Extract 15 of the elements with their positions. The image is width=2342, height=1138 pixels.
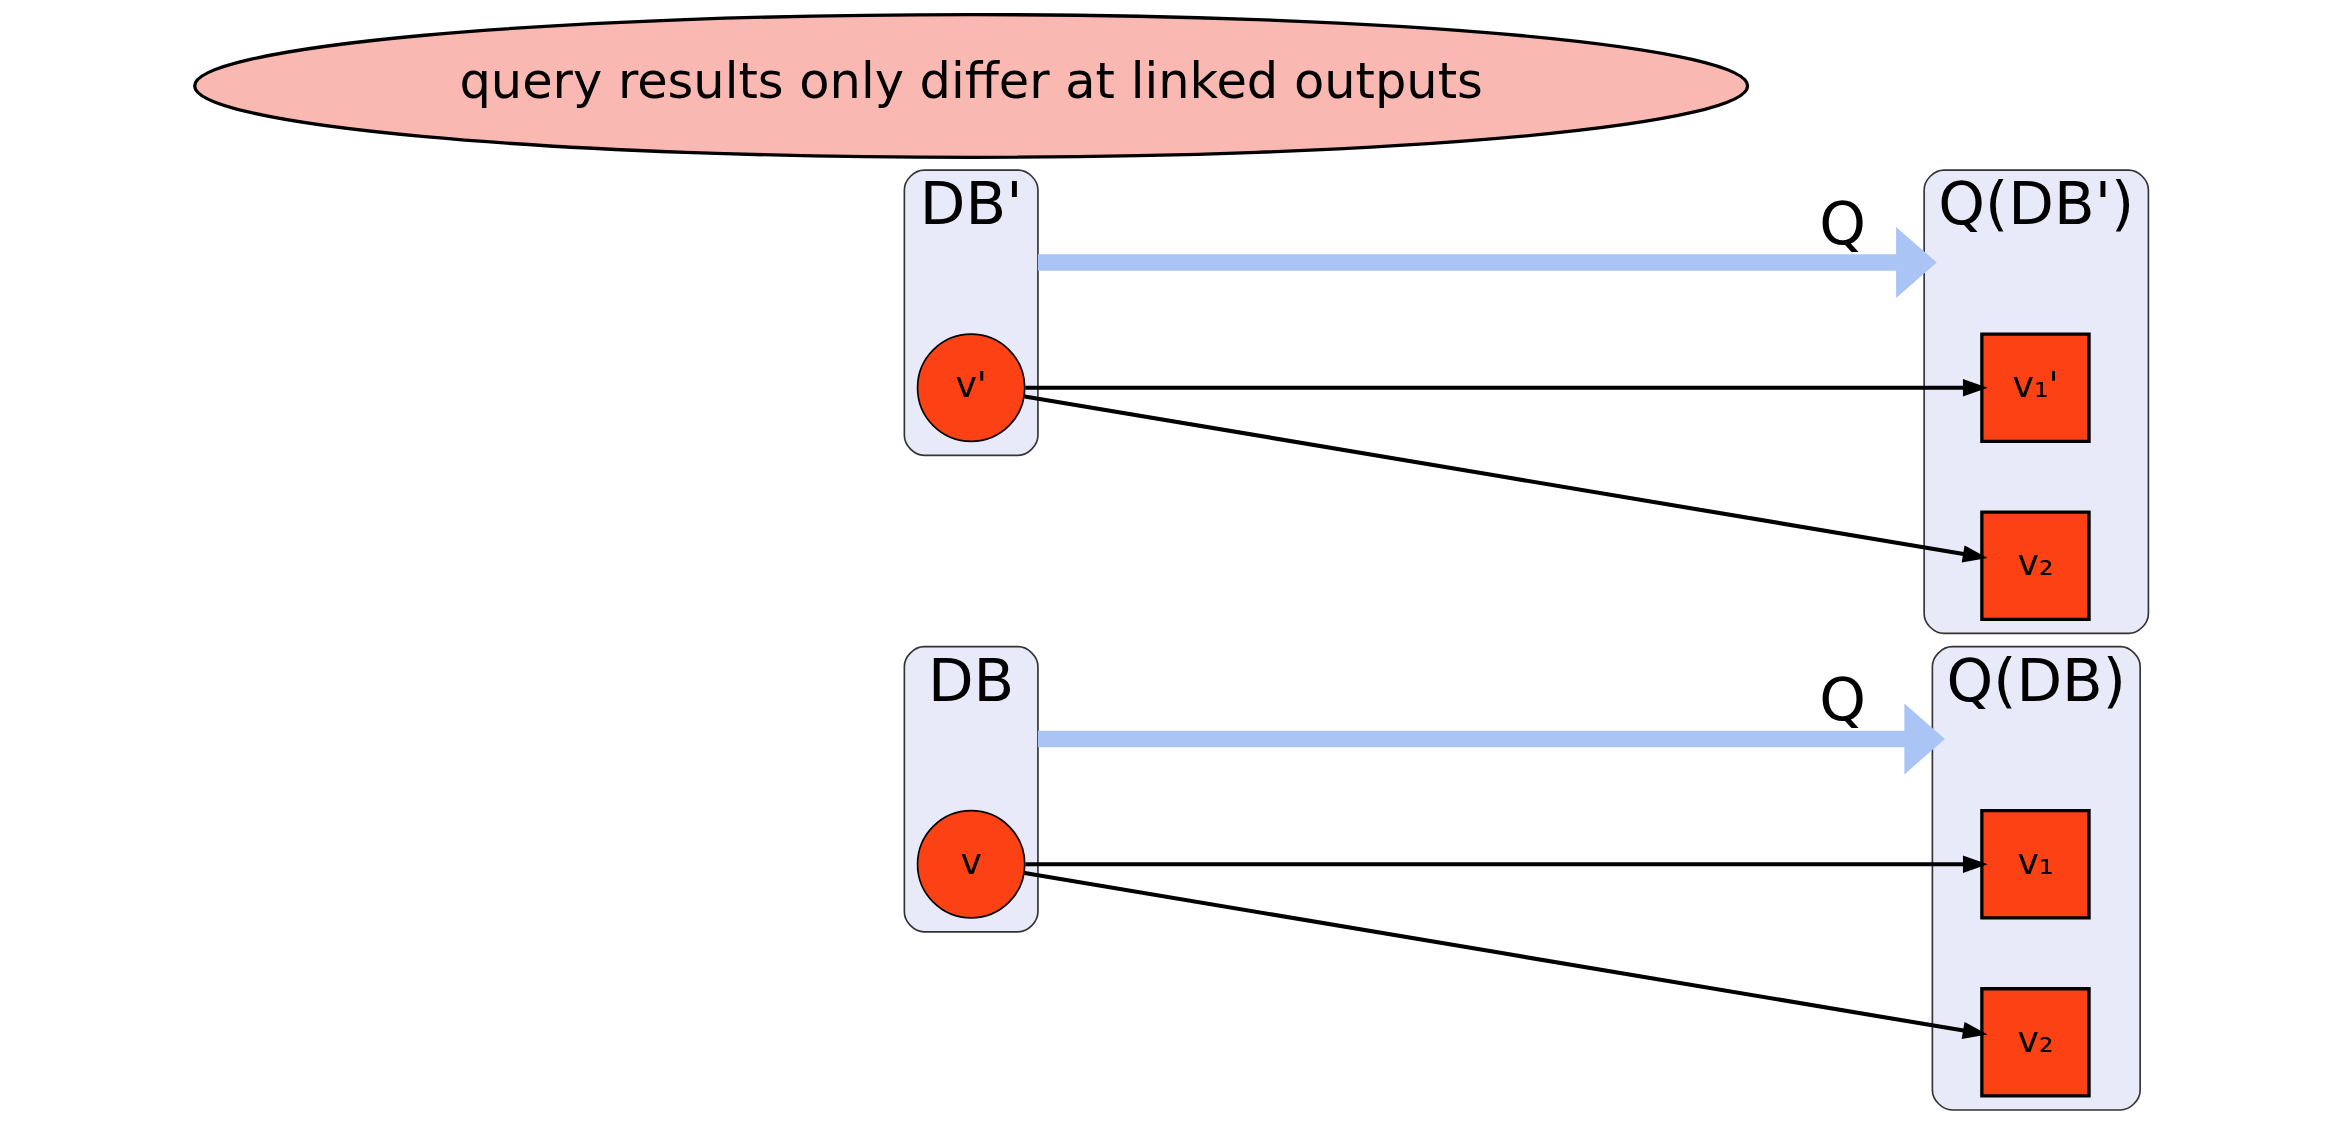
node-box: v₂: [1979, 510, 2091, 622]
node-circle: v: [916, 809, 1026, 919]
node-box: v₂: [1979, 987, 2091, 1098]
arrow: [1023, 394, 1988, 563]
node-box: v₁: [1979, 809, 2091, 920]
node-ellipse: query results only differ at linked outputs: [192, 12, 1749, 159]
node-box: v₁': [1979, 332, 2091, 443]
arrow: [1024, 855, 1988, 873]
edge-label: Q: [1818, 188, 1866, 258]
node-circle: v': [916, 333, 1026, 443]
arrow: [1023, 870, 1988, 1040]
arrow: [1037, 226, 1937, 298]
arrow: [1024, 379, 1988, 397]
edge-label: Q: [1818, 665, 1866, 735]
arrow: [1037, 703, 1945, 775]
